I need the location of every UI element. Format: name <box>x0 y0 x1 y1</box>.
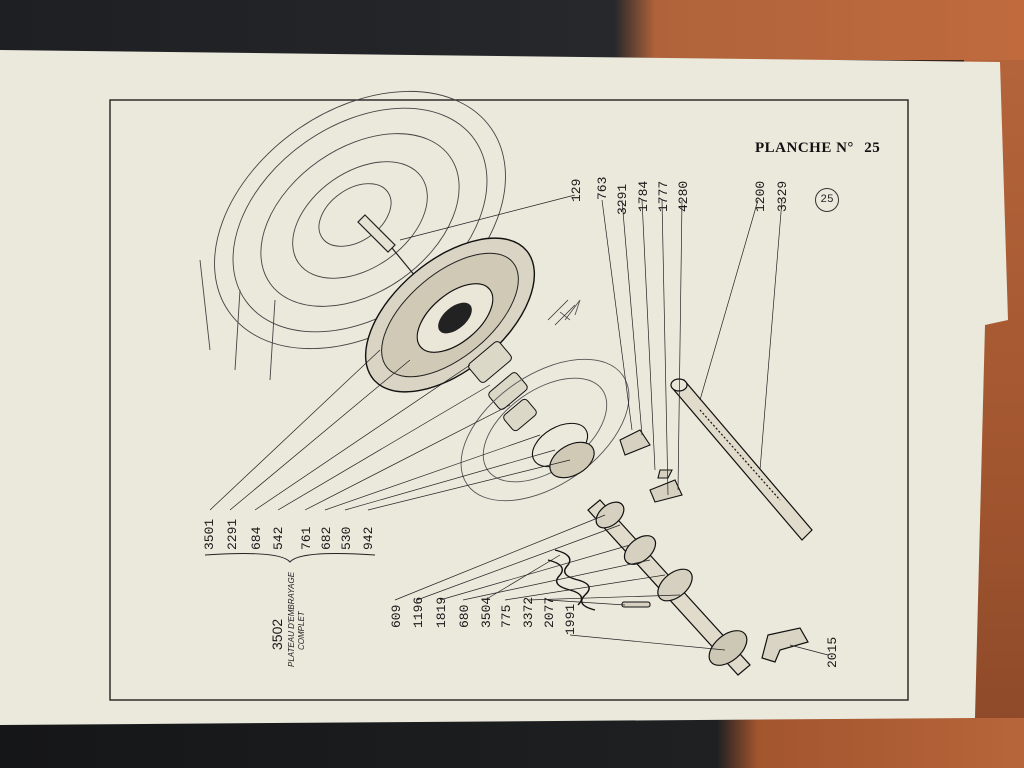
ref-label: 3504 <box>479 596 494 628</box>
ref-label: 129 <box>569 178 584 202</box>
frame-border <box>109 99 909 701</box>
desk-surface-top <box>0 0 1024 60</box>
plate-heading: PLANCHE N° 25 <box>755 140 880 157</box>
emblem-mark <box>547 299 576 326</box>
plate-label: PLANCHE <box>755 140 832 156</box>
ref-label: 3372 <box>521 596 536 628</box>
ref-label: 2291 <box>225 518 240 550</box>
ref-label: 2077 <box>542 596 557 628</box>
desk-surface-bottom <box>0 718 1024 768</box>
ref-label: 1819 <box>434 596 449 628</box>
ref-label: 942 <box>361 526 376 550</box>
ref-label: 761 <box>299 526 314 550</box>
group-brace <box>204 553 376 563</box>
ref-label: 2015 <box>825 636 840 668</box>
input-shaft <box>670 378 813 541</box>
ref-label: 3501 <box>202 518 217 550</box>
assembly-caption-2: COMPLET <box>297 611 306 650</box>
release-rings <box>531 422 595 479</box>
ref-label: 775 <box>499 604 514 628</box>
ref-label: 1991 <box>563 603 578 635</box>
plate-no-mark: N° <box>836 140 854 156</box>
lever-part <box>761 627 809 663</box>
assembly-caption-1: PLATEAU D'EMBRAYAGE <box>287 571 296 667</box>
small-pin <box>621 601 651 608</box>
ref-label: 684 <box>249 526 264 550</box>
ref-label: 1196 <box>411 596 426 628</box>
ref-label: 609 <box>389 604 404 628</box>
ref-label: 763 <box>595 176 610 200</box>
circled-plate-number: 25 <box>815 188 839 212</box>
leader-lines <box>209 194 829 656</box>
ref-label: 1200 <box>753 180 768 212</box>
ref-label: 1784 <box>636 180 651 212</box>
clutch-disc <box>364 237 536 393</box>
ref-label: 3291 <box>615 183 630 215</box>
ref-label: 4280 <box>676 180 691 212</box>
exploded-drawing <box>109 90 909 701</box>
ref-label: 1777 <box>656 180 671 212</box>
ref-label: 680 <box>457 604 472 628</box>
release-fork <box>619 429 683 503</box>
main-shaft <box>587 499 751 676</box>
assembly-ref: 3502 <box>269 618 285 650</box>
ref-label: 3329 <box>775 180 790 212</box>
catalog-sheet: PLANCHE N° 25 25 3502 PLATEAU D'EMBRAYAG… <box>0 50 1008 725</box>
ref-label: 682 <box>319 526 334 550</box>
plate-number: 25 <box>864 140 881 156</box>
ref-label: 542 <box>271 526 286 550</box>
ref-label: 530 <box>339 526 354 550</box>
coil-spring <box>547 549 596 611</box>
